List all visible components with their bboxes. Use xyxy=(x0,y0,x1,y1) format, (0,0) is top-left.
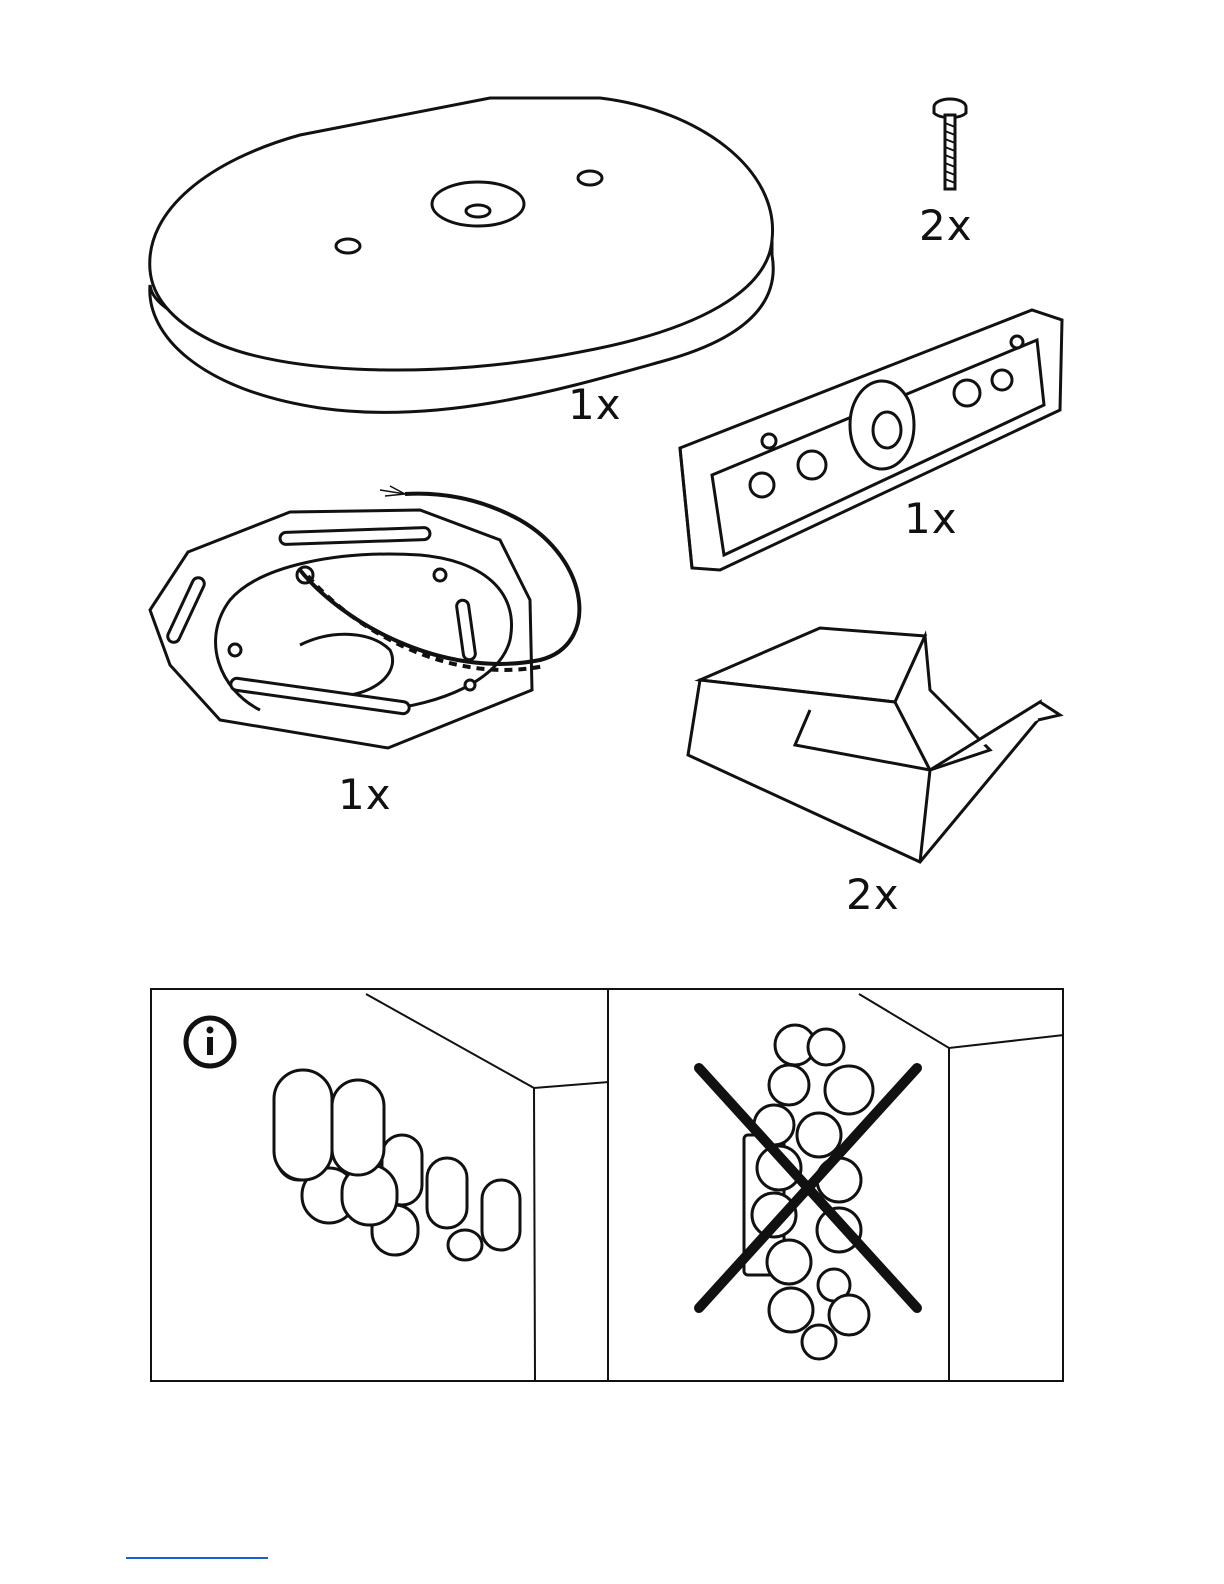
ceiling-plate-illustration: 1x xyxy=(140,480,600,820)
clip-illustration: 2x xyxy=(680,620,1070,920)
base-plate-quantity: 1x xyxy=(568,384,622,426)
mounting-bracket-quantity: 1x xyxy=(904,498,958,540)
wall-mounted-lamp-icon xyxy=(609,990,1064,1380)
info-icon xyxy=(186,1018,234,1066)
screw-quantity: 2x xyxy=(919,205,973,247)
mounting-bracket-icon xyxy=(672,300,1072,580)
incorrect-usage-panel xyxy=(609,990,1064,1380)
u-clip-icon xyxy=(680,620,1070,870)
screw-icon xyxy=(915,95,995,195)
clip-quantity: 2x xyxy=(846,874,900,916)
footer-link-underline[interactable] xyxy=(126,1557,268,1559)
ceiling-plate-with-cable-icon xyxy=(140,480,600,760)
ceiling-plate-quantity: 1x xyxy=(338,774,392,816)
usage-panels xyxy=(150,988,1064,1382)
correct-usage-panel xyxy=(152,990,609,1380)
ceiling-mounted-lamp-icon xyxy=(152,990,609,1380)
screw-illustration: 2x xyxy=(915,95,995,250)
mounting-bracket-illustration: 1x xyxy=(672,300,1072,580)
